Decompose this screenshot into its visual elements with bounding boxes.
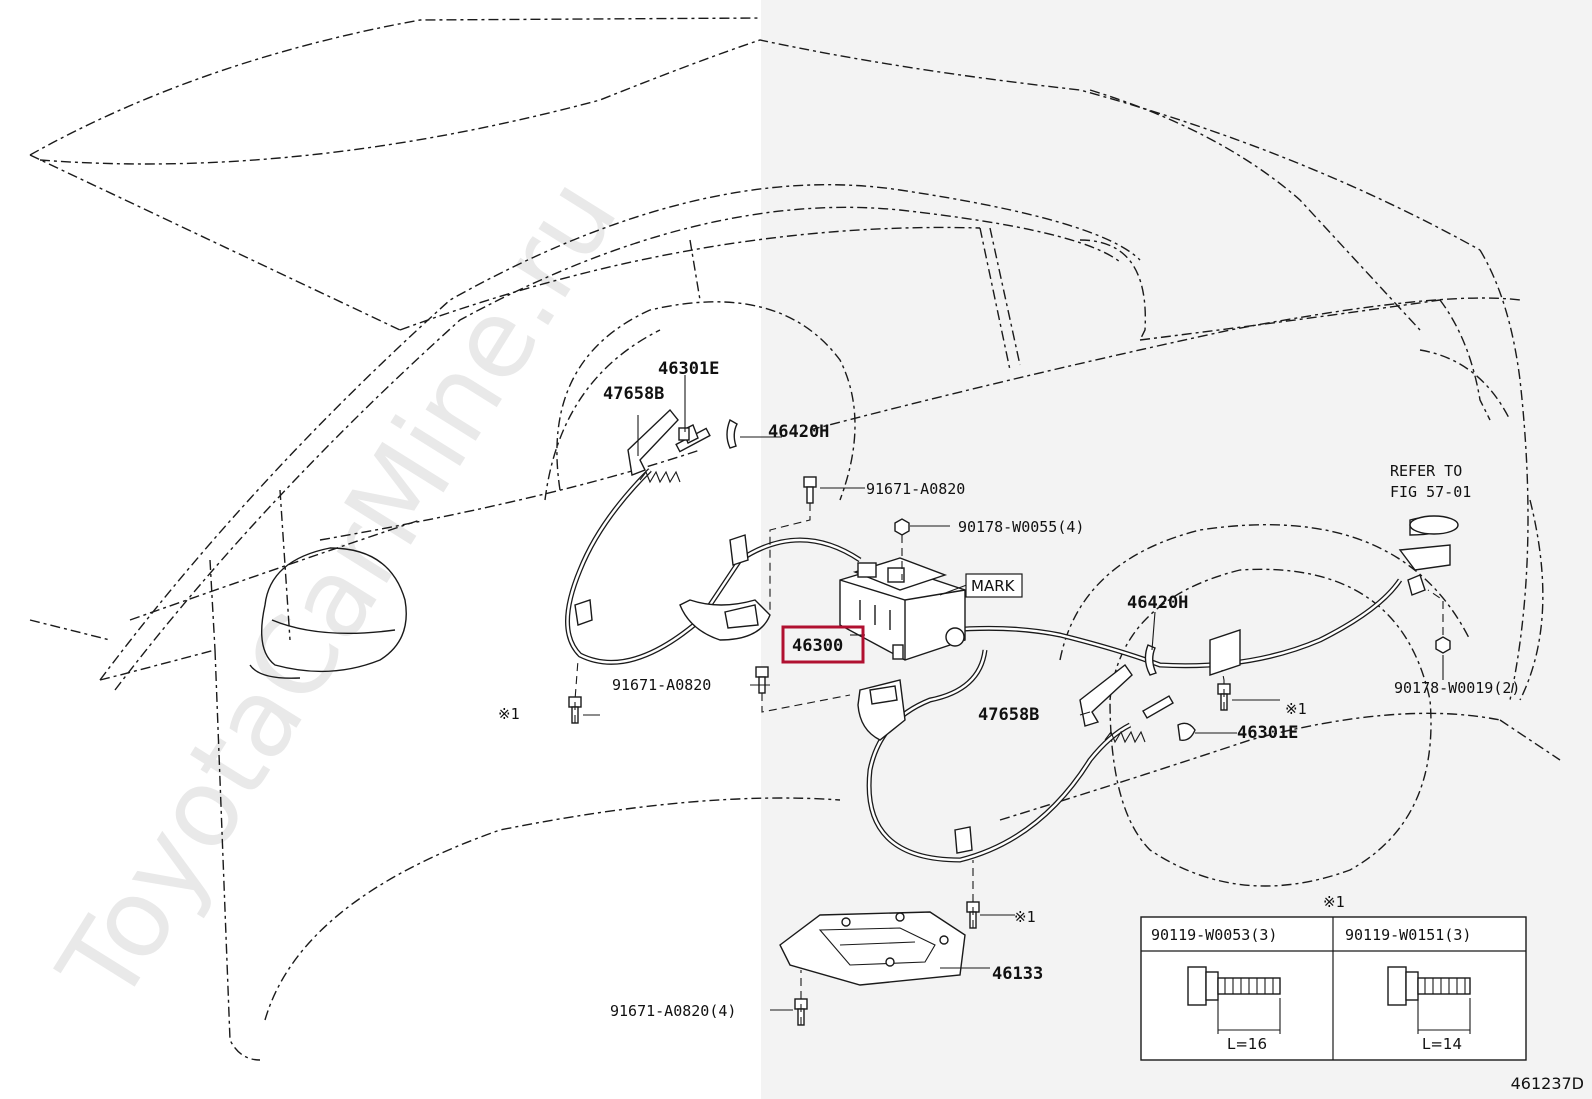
label-refer-line2: FIG 57-01 <box>1390 483 1471 501</box>
label-mark: MARK <box>971 577 1016 595</box>
label-46133: 46133 <box>992 964 1043 984</box>
label-90178-w0055: 90178-W0055(4) <box>958 518 1084 536</box>
label-46420h-top: 46420H <box>768 422 829 442</box>
car-body-outline <box>29 17 1561 1061</box>
bolt-reference-table: ※1 90119-W0053(3) 90119-W0151(3) L=16 L=… <box>1140 893 1527 1061</box>
refer-plug-part <box>1409 515 1459 535</box>
part-labels: 46300 46301E 47658B 46420H 91671-A0820 9… <box>498 359 1520 1020</box>
label-ref-1-right: ※1 <box>1285 700 1307 718</box>
label-46301e-right: 46301E <box>1237 723 1298 743</box>
label-47658b-right: 47658B <box>978 705 1039 725</box>
mark-box <box>965 573 1023 598</box>
bolt-column-header-1: 90119-W0053(3) <box>1151 926 1277 944</box>
cover-46133 <box>779 911 966 986</box>
label-91671-top: 91671-A0820 <box>866 480 965 498</box>
bolt-length-1: L=16 <box>1227 1035 1267 1053</box>
clip-46301e <box>678 424 1196 741</box>
label-91671-mid: 91671-A0820 <box>612 676 711 694</box>
clip-46420h <box>726 418 1157 676</box>
label-ref-1-left: ※1 <box>498 705 520 723</box>
label-46300: 46300 <box>792 636 843 656</box>
label-ref-1-bottom: ※1 <box>1014 908 1036 926</box>
parking-brake-cables <box>565 427 1403 863</box>
watermark: ToyotaCarMine.ru <box>36 157 643 1024</box>
label-47658b-top: 47658B <box>603 384 664 404</box>
side-mirror-drawing <box>249 547 407 679</box>
bolt-length-2: L=14 <box>1422 1035 1462 1053</box>
parking-brake-actuator <box>839 557 966 661</box>
flange-bolt-icon <box>1387 966 1471 1034</box>
label-90178-w0019: 90178-W0019(2) <box>1394 679 1520 697</box>
highlight-box-46300 <box>781 625 865 664</box>
label-46301e-top: 46301E <box>658 359 719 379</box>
label-46420h-right: 46420H <box>1127 593 1188 613</box>
label-91671-bottom: 91671-A0820(4) <box>610 1002 736 1020</box>
figure-code: 461237D <box>1510 1074 1584 1093</box>
bracket-47658b <box>627 408 1133 727</box>
bolt-column-header-2: 90119-W0151(3) <box>1345 926 1471 944</box>
label-refer-line1: REFER TO <box>1390 462 1462 480</box>
bolt-table-heading: ※1 <box>1323 893 1345 911</box>
flange-bolt-icon <box>1187 966 1281 1034</box>
